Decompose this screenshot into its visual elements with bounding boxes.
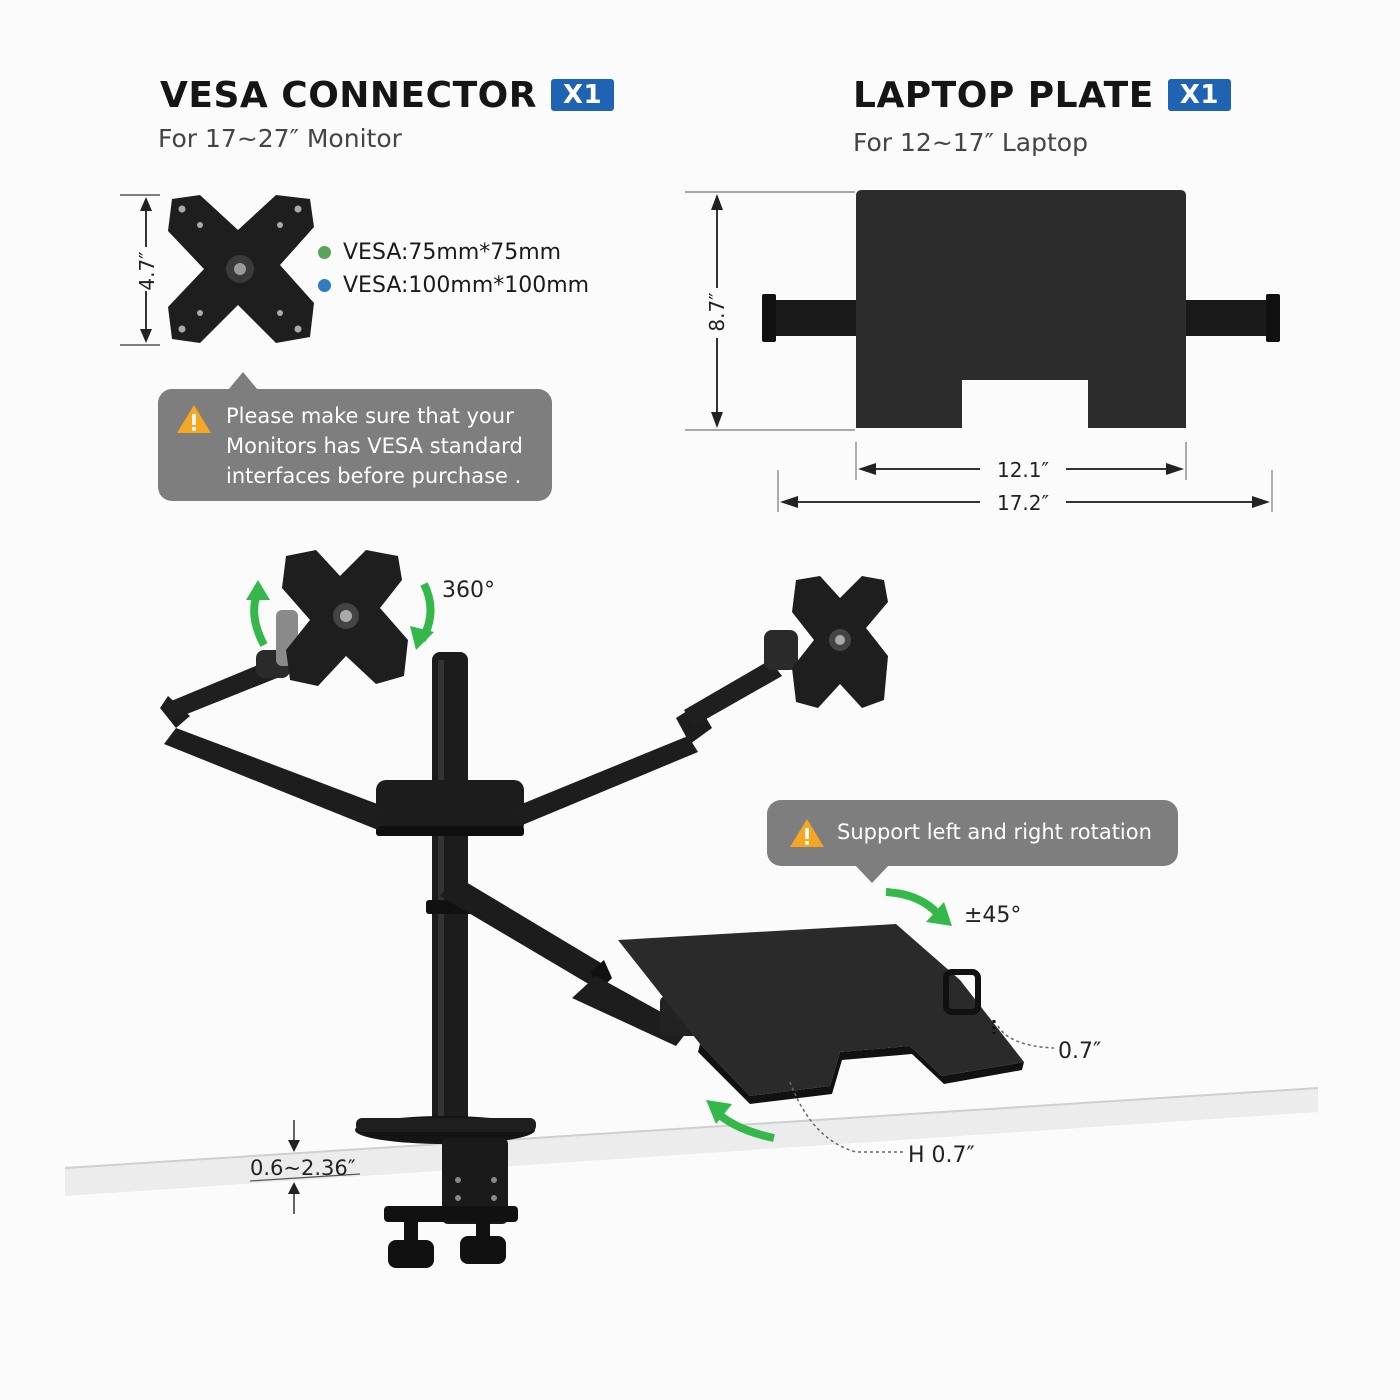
green-dot-icon bbox=[318, 246, 331, 259]
tray-height-label: H 0.7″ bbox=[908, 1143, 975, 1168]
vesa-notice-line-2: Monitors has VESA standard bbox=[226, 434, 523, 458]
arm-hub bbox=[376, 780, 524, 836]
vesa-plate-drawing: 4.7″ bbox=[120, 194, 314, 346]
rotation-label: 360° bbox=[442, 578, 495, 603]
laptop-outer-width-dim: 17.2″ bbox=[997, 491, 1049, 515]
swivel-arrow-icon bbox=[706, 1100, 775, 1142]
tilt-arrow-icon bbox=[885, 888, 952, 926]
right-monitor-arm bbox=[512, 630, 798, 826]
vesa-plate-shape bbox=[168, 195, 314, 343]
laptop-inner-width-dim: 12.1″ bbox=[997, 458, 1049, 482]
laptop-plate-qty-badge: X1 bbox=[1167, 79, 1231, 111]
desk-clamp bbox=[355, 1116, 536, 1268]
desk-thickness-label: 0.6~2.36″ bbox=[250, 1156, 356, 1180]
vesa-notice-callout: Please make sure that your Monitors has … bbox=[158, 389, 552, 501]
vesa-connector-subtitle: For 17~27″ Monitor bbox=[158, 124, 402, 153]
vesa-connector-title: VESA CONNECTOR X1 bbox=[160, 75, 615, 116]
lip-dimension bbox=[992, 1020, 1055, 1049]
rotation-notice-callout: Support left and right rotation bbox=[767, 800, 1178, 866]
lip-label: 0.7″ bbox=[1058, 1039, 1101, 1064]
desk bbox=[64, 1087, 1319, 1196]
product-illustration: 360° ±45° 0.7″ H 0.7″ 0.6~2 bbox=[64, 550, 1319, 1268]
vesa-spec-100-label: VESA:100mm*100mm bbox=[343, 273, 590, 298]
laptop-tray bbox=[618, 924, 1024, 1104]
laptop-plate-title-text: LAPTOP PLATE bbox=[853, 75, 1154, 116]
warning-icon bbox=[790, 819, 824, 847]
vesa-spec-75: VESA:75mm*75mm bbox=[318, 240, 561, 265]
blue-dot-icon bbox=[318, 279, 331, 292]
vesa-connector-qty-badge: X1 bbox=[550, 79, 615, 111]
left-monitor-arm bbox=[160, 610, 388, 830]
laptop-plate-title: LAPTOP PLATE X1 bbox=[853, 75, 1231, 116]
rotation-notice-text: Support left and right rotation bbox=[837, 820, 1152, 844]
callout-pointer bbox=[855, 865, 889, 883]
vesa-connector-title-text: VESA CONNECTOR bbox=[160, 75, 537, 116]
laptop-plate-drawing: 8.7″ 12.1″ 17.2″ bbox=[685, 190, 1280, 515]
vesa-notice-line-1: Please make sure that your bbox=[226, 404, 514, 428]
laptop-plate-subtitle: For 12~17″ Laptop bbox=[853, 128, 1088, 157]
vesa-notice-text: Please make sure that your Monitors has … bbox=[226, 401, 523, 491]
tilt-label: ±45° bbox=[964, 903, 1021, 928]
desk-thickness-dimension bbox=[249, 1120, 361, 1214]
laptop-plate-shape bbox=[762, 190, 1280, 428]
vesa-height-dim: 4.7″ bbox=[135, 251, 159, 290]
vesa-notice-line-3: interfaces before purchase . bbox=[226, 464, 522, 488]
left-vesa-head bbox=[282, 550, 408, 686]
right-vesa-head bbox=[792, 576, 888, 708]
callout-pointer bbox=[228, 372, 258, 390]
laptop-height-dim: 8.7″ bbox=[705, 292, 729, 331]
rotate-arrow-icon bbox=[246, 580, 435, 650]
vesa-spec-100: VESA:100mm*100mm bbox=[318, 273, 589, 298]
warning-icon bbox=[177, 405, 211, 433]
vesa-spec-75-label: VESA:75mm*75mm bbox=[343, 240, 562, 265]
tray-height-dimension bbox=[789, 1081, 904, 1153]
